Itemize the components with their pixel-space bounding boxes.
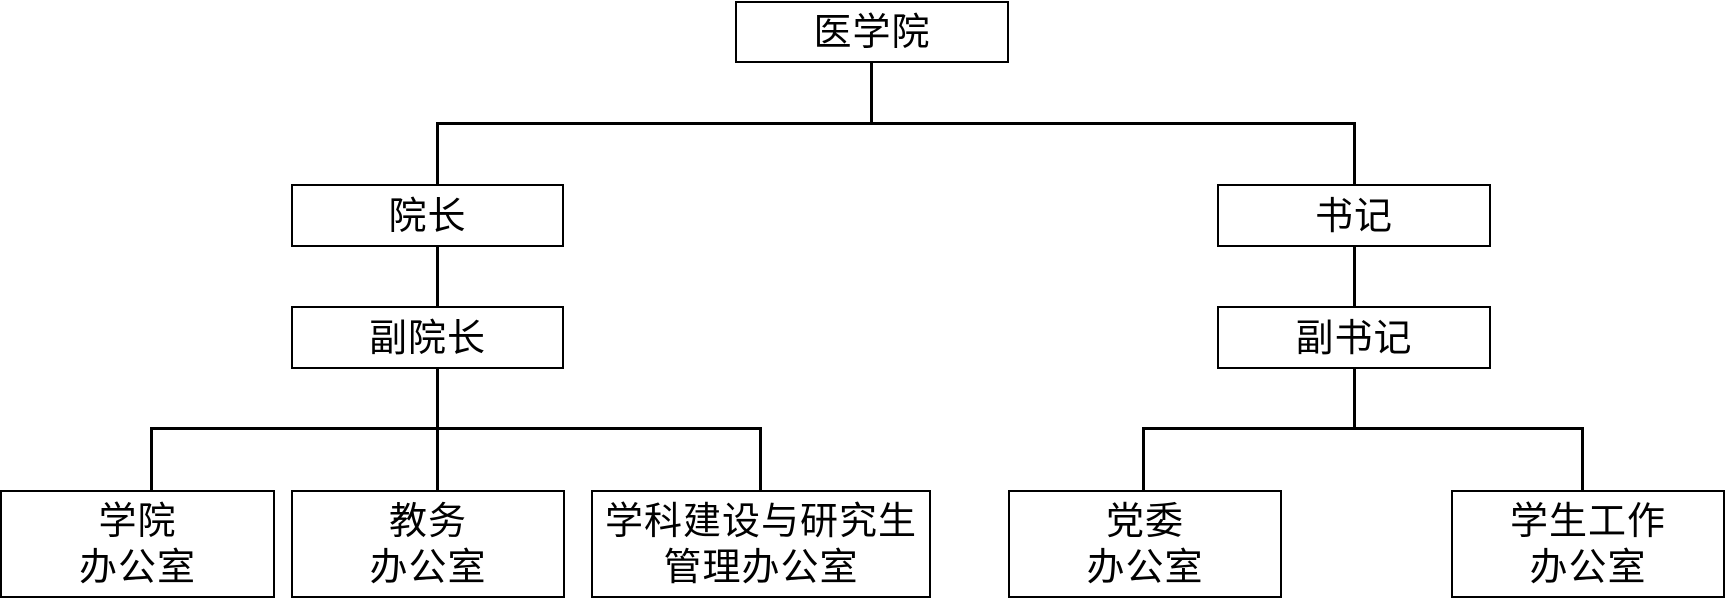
college-office-line2: 办公室 — [78, 545, 196, 589]
student-affairs-office-box: 学生工作 办公室 — [1451, 490, 1725, 598]
connector-to-secretary — [1353, 122, 1356, 185]
connector-left-offices-horizontal — [150, 427, 762, 430]
discipline-graduate-office-line1: 学科建设与研究生 — [604, 499, 917, 543]
secretary-label: 书记 — [1314, 193, 1393, 238]
connector-root-down — [870, 62, 873, 124]
college-office-box: 学院 办公室 — [0, 490, 275, 598]
deputy-secretary-label: 副书记 — [1295, 315, 1413, 360]
college-office-line1: 学院 — [98, 499, 177, 543]
dean-box: 院长 — [291, 184, 564, 247]
connector-to-discipline-office — [759, 427, 762, 491]
party-committee-office-box: 党委 办公室 — [1008, 490, 1282, 598]
party-committee-office-line2: 办公室 — [1086, 545, 1204, 589]
connector-deputy-down — [1353, 368, 1356, 429]
student-affairs-office-line2: 办公室 — [1529, 545, 1647, 589]
academic-affairs-office-line1: 教务 — [388, 499, 467, 543]
medical-school-box: 医学院 — [735, 1, 1009, 63]
connector-top-horizontal — [436, 122, 1356, 125]
vice-dean-box: 副院长 — [291, 306, 564, 369]
dean-label: 院长 — [388, 193, 467, 238]
connector-vice-dean-down — [436, 368, 439, 429]
academic-affairs-office-box: 教务 办公室 — [291, 490, 565, 598]
secretary-box: 书记 — [1217, 184, 1491, 247]
connector-to-dean — [436, 122, 439, 185]
connector-to-academic-office — [436, 427, 439, 491]
connector-dean-to-vice-dean — [436, 246, 439, 307]
discipline-graduate-office-line2: 管理办公室 — [663, 545, 859, 589]
connector-right-offices-horizontal — [1142, 427, 1584, 430]
academic-affairs-office-line2: 办公室 — [369, 545, 487, 589]
deputy-secretary-box: 副书记 — [1217, 306, 1491, 369]
party-committee-office-line1: 党委 — [1105, 499, 1184, 543]
connector-secretary-to-deputy — [1353, 246, 1356, 307]
vice-dean-label: 副院长 — [368, 315, 486, 360]
connector-to-college-office — [150, 427, 153, 491]
discipline-graduate-office-box: 学科建设与研究生 管理办公室 — [591, 490, 931, 598]
connector-to-party-office — [1142, 427, 1145, 491]
medical-school-label: 医学院 — [813, 10, 931, 54]
connector-to-student-office — [1581, 427, 1584, 491]
student-affairs-office-line1: 学生工作 — [1509, 499, 1666, 543]
